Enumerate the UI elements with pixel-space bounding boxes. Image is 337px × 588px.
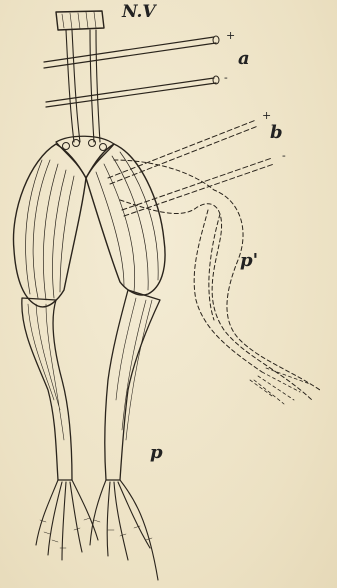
left-lower-leg xyxy=(22,298,98,560)
electrode-b-negative-sign: - xyxy=(282,150,286,161)
right-thigh-muscle xyxy=(86,144,165,295)
electrode-a-label: a xyxy=(238,50,250,68)
contracted-leg-label: p' xyxy=(240,252,258,270)
electrode-b-label: b xyxy=(270,124,283,142)
nerve-label: N.V xyxy=(122,4,156,21)
left-thigh-muscle xyxy=(13,144,86,307)
electrode-a-positive-sign: + xyxy=(226,30,235,41)
right-lower-leg xyxy=(90,290,160,580)
nerves xyxy=(66,30,100,142)
electrode-b-positive-sign: + xyxy=(262,110,271,121)
vertebra-block xyxy=(56,11,104,30)
pelvis xyxy=(56,136,114,178)
electrode-a-negative-sign: - xyxy=(224,72,228,83)
relaxed-leg-label: p xyxy=(150,444,163,462)
contracted-leg-outline xyxy=(114,160,320,404)
electrodes-b xyxy=(108,120,274,216)
